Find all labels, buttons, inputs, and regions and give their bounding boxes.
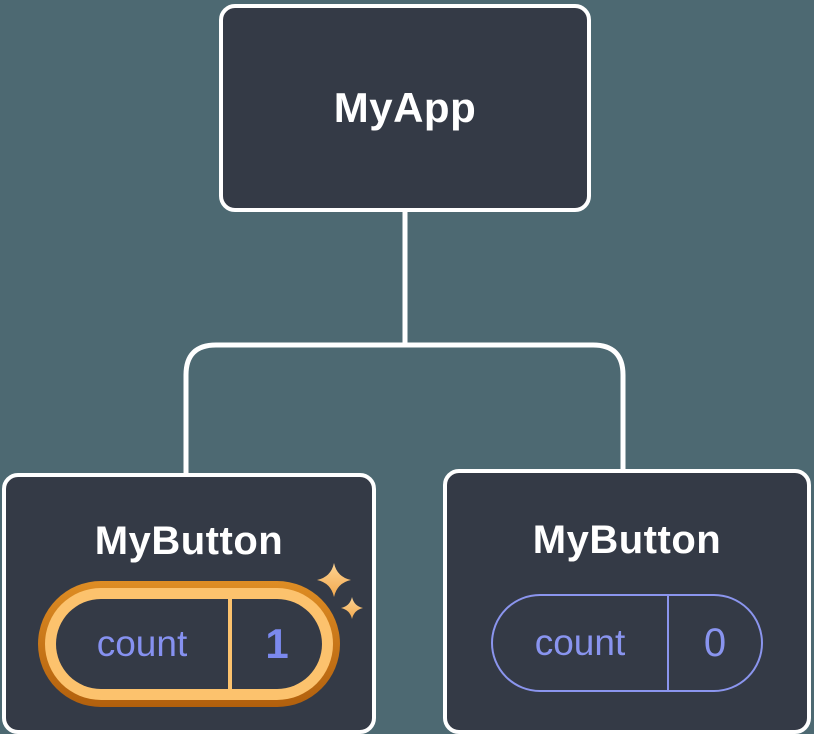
state-divider bbox=[667, 596, 669, 690]
state-divider bbox=[228, 599, 232, 689]
sparkles-icon bbox=[317, 563, 363, 619]
state-name: count bbox=[96, 623, 188, 664]
node-title: MyButton bbox=[532, 518, 722, 562]
state-pill-highlighted: count 1 bbox=[38, 581, 340, 707]
state-pill: count 0 bbox=[491, 594, 763, 692]
component-node-mybutton-right: MyButton count 0 bbox=[443, 469, 811, 734]
state-value: 1 bbox=[265, 620, 289, 667]
state-name: count bbox=[534, 622, 626, 663]
state-value: 0 bbox=[703, 620, 727, 665]
component-node-mybutton-left: MyButton count 1 bbox=[2, 473, 376, 734]
node-title: MyButton bbox=[94, 519, 284, 563]
node-title: MyApp bbox=[333, 84, 477, 131]
component-node-myapp: MyApp bbox=[219, 4, 591, 212]
